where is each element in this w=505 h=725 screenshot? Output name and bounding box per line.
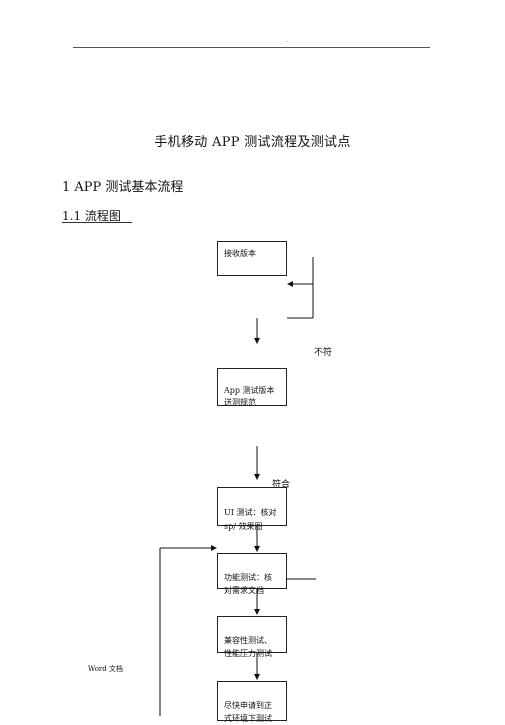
label-match: 符合: [272, 480, 291, 490]
section-heading-1-1: 1.1 流程图: [62, 209, 121, 223]
header-rule: [73, 47, 430, 48]
flow-box-label: App 测试版本 送测规范: [224, 386, 275, 407]
section-heading-underline: [62, 222, 132, 223]
flow-box-label: 兼容性测试、 性能压力测试: [224, 636, 272, 658]
flow-box-label: 尽快申请到正 式环境下测试: [224, 701, 272, 723]
flow-box-receive-version: 接收版本: [217, 241, 287, 276]
flow-box-ui-test: UI 测试：核对 sp/ 效果图: [217, 487, 287, 531]
flow-box-label: 功能测试：核 对需求文档: [224, 573, 272, 595]
document-title: 手机移动 APP 测试流程及测试点: [154, 135, 351, 150]
footer-word-document: Word 文档: [88, 665, 123, 673]
flow-box-functional-test: 功能测试：核 对需求文档: [217, 553, 287, 595]
flow-box-production-test: 尽快申请到正 式环境下测试: [217, 681, 287, 723]
label-not-match: 不符: [314, 348, 333, 358]
flow-box-compat-perf-test: 兼容性测试、 性能压力测试: [217, 616, 287, 658]
header-dot: .: [286, 37, 288, 44]
section-heading-1: 1 APP 测试基本流程: [62, 180, 184, 195]
flow-box-label: UI 测试：核对 sp/ 效果图: [224, 508, 277, 531]
flow-box-label: 接收版本: [224, 249, 256, 258]
flow-box-submission-spec: App 测试版本 送测规范: [217, 368, 287, 407]
